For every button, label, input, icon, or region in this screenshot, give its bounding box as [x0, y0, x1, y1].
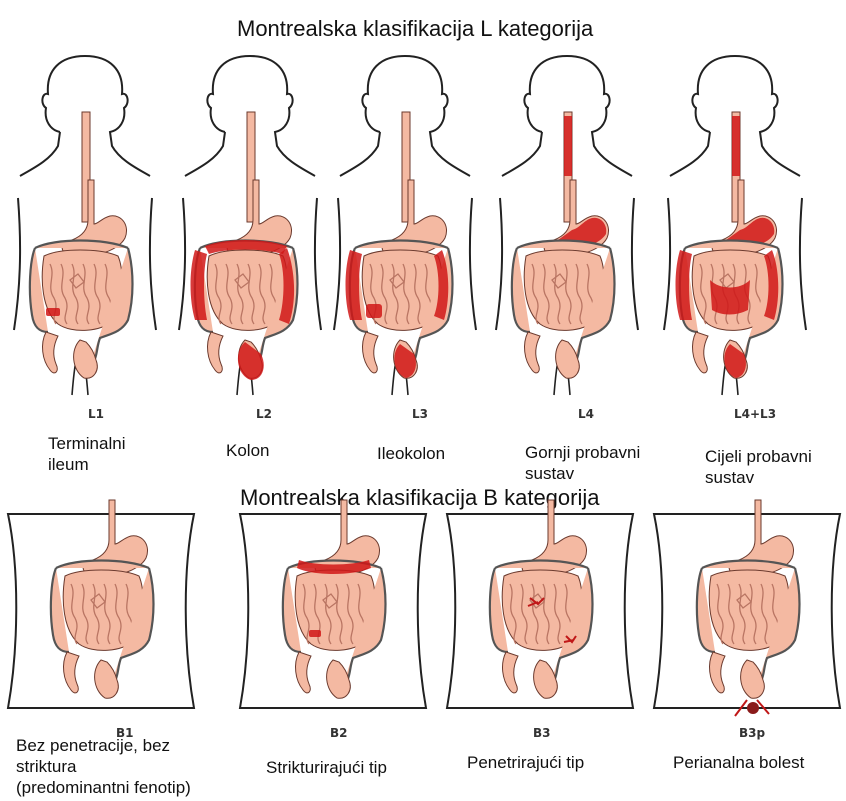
b3p-code: B3p	[739, 726, 765, 740]
l4l3-label: Cijeli probavnisustav	[705, 446, 812, 488]
b-figure-4	[652, 512, 842, 712]
l-section-title: Montrealska klasifikacija L kategorija	[237, 16, 593, 42]
l4-code: L4	[578, 407, 594, 421]
l4l3-code: L4+L3	[734, 407, 776, 421]
b3-label: Penetrirajući tip	[467, 752, 584, 773]
l-figure-2	[165, 50, 335, 395]
b-section-title: Montrealska klasifikacija B kategorija	[240, 485, 600, 511]
b3p-label: Perianalna bolest	[673, 752, 804, 773]
b2-code: B2	[330, 726, 348, 740]
l-figure-4	[482, 50, 652, 395]
l1-code: L1	[88, 407, 104, 421]
b1-label: Bez penetracije, bezstriktura(predominan…	[16, 735, 191, 798]
l2-label: Kolon	[226, 440, 269, 461]
b-figure-2	[238, 512, 428, 712]
l-figure-1	[0, 50, 170, 395]
b-figure-3	[445, 512, 635, 712]
l2-code: L2	[256, 407, 272, 421]
l3-code: L3	[412, 407, 428, 421]
l1-label: Terminalniileum	[48, 433, 125, 475]
l3-label: Ileokolon	[377, 443, 445, 464]
l4-label: Gornji probavnisustav	[525, 442, 640, 484]
b-figure-1	[6, 512, 196, 712]
l-figure-3	[320, 50, 490, 395]
l-figure-5	[650, 50, 820, 395]
b2-label: Strikturirajući tip	[266, 757, 387, 778]
b3-code: B3	[533, 726, 551, 740]
